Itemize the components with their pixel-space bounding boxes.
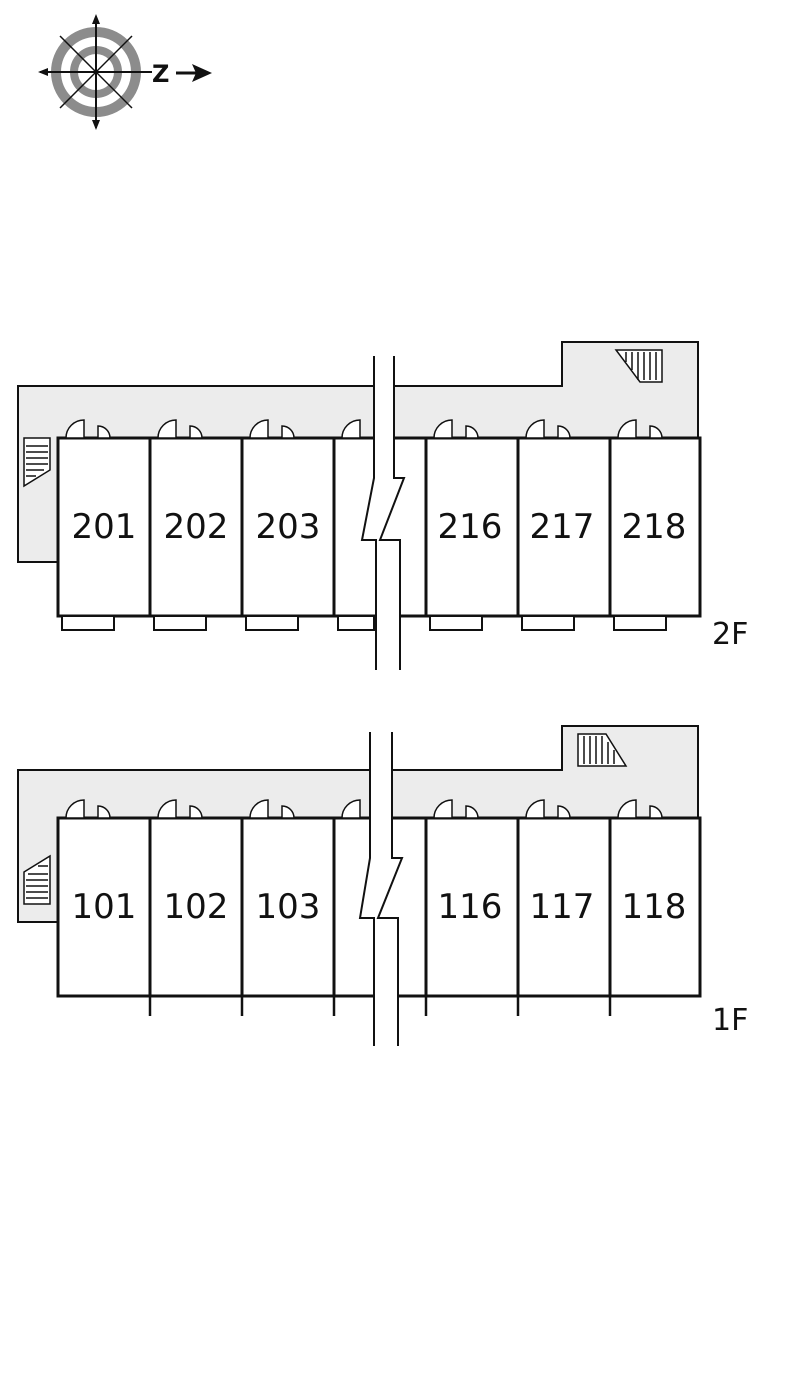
unit-row (56, 816, 702, 998)
unit-number: 117 (530, 887, 595, 927)
unit-217[interactable] (516, 436, 612, 618)
door-icons (65, 799, 663, 819)
door-icon (281, 805, 295, 819)
door-icon (249, 419, 269, 439)
door-icon (433, 799, 453, 819)
unit-216[interactable] (424, 436, 520, 618)
door-icon (189, 425, 203, 439)
unit-number: 202 (164, 507, 229, 547)
door-icon (249, 799, 269, 819)
door-icon (65, 799, 85, 819)
door-icon (465, 425, 479, 439)
north-arrow-icon (176, 64, 212, 82)
unit-number: 116 (438, 887, 503, 927)
door-icon (649, 805, 663, 819)
floor-label: 1F (712, 1003, 748, 1038)
unit-row (56, 436, 702, 618)
stairs-icon (614, 349, 663, 383)
floor-label: 2F (712, 617, 748, 652)
door-icon (649, 425, 663, 439)
balcony (429, 615, 483, 631)
unit-203[interactable] (240, 436, 336, 618)
stairs-icon (23, 437, 51, 488)
unit-number: 217 (530, 507, 595, 547)
balconies (61, 615, 667, 631)
floor-1f: 101 102 103 116 117 118 1F (17, 725, 748, 1046)
compass-north-letter: Z (152, 60, 169, 88)
balcony (337, 615, 375, 631)
door-icon (525, 419, 545, 439)
balcony (153, 615, 207, 631)
window-marks (64, 995, 666, 1016)
unit-102[interactable] (148, 816, 244, 998)
balcony (245, 615, 299, 631)
door-icon (617, 419, 637, 439)
stairs-icon (577, 733, 628, 767)
unit-number: 203 (256, 507, 321, 547)
unit-117[interactable] (516, 816, 612, 998)
balcony (61, 615, 115, 631)
compass: Z (38, 14, 212, 130)
balcony (521, 615, 575, 631)
unit-118[interactable] (608, 816, 702, 998)
door-icon (97, 425, 111, 439)
door-icon (341, 799, 361, 819)
unit-202[interactable] (148, 436, 244, 618)
break-symbol (358, 732, 404, 1046)
door-icon (617, 799, 637, 819)
unit-number: 101 (72, 887, 137, 927)
door-icon (433, 419, 453, 439)
door-icon (465, 805, 479, 819)
door-icon (525, 799, 545, 819)
unit-201[interactable] (56, 436, 152, 618)
unit-number: 118 (622, 887, 687, 927)
unit-number: 102 (164, 887, 229, 927)
door-icon (557, 425, 571, 439)
door-icon (341, 419, 361, 439)
stairs-icon (23, 854, 51, 905)
unit-number: 218 (622, 507, 687, 547)
door-icon (157, 799, 177, 819)
compass-rose-icon (38, 14, 152, 130)
door-icon (97, 805, 111, 819)
door-icon (281, 425, 295, 439)
unit-number: 103 (256, 887, 321, 927)
door-icon (157, 419, 177, 439)
floor-2f: 201 202 203 216 217 218 2F (17, 341, 748, 670)
door-icon (65, 419, 85, 439)
break-symbol (360, 356, 406, 670)
door-icons (65, 419, 663, 439)
unit-116[interactable] (424, 816, 520, 998)
door-icon (557, 805, 571, 819)
unit-number: 216 (438, 507, 503, 547)
unit-number: 201 (72, 507, 137, 547)
balcony (613, 615, 667, 631)
door-icon (189, 805, 203, 819)
